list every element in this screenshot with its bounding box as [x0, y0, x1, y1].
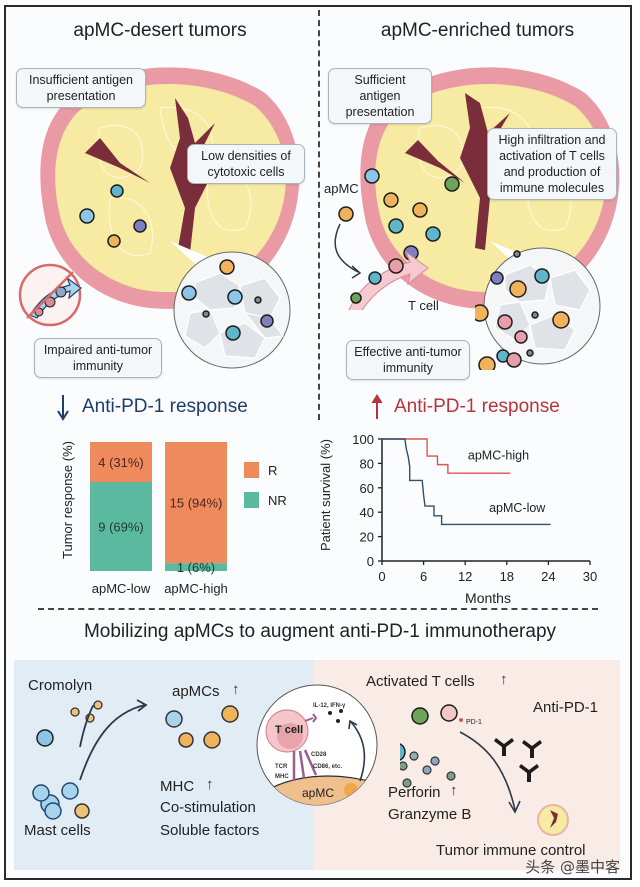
survival-km-chart: Patient survival (%) Months 020406080100…: [318, 432, 597, 606]
tumor-desert-illustration: [40, 67, 300, 309]
bar-segment-r-apMC-high: [165, 442, 227, 564]
label-perforin: Perforin: [388, 784, 441, 801]
watermark: 头条 @墨中客: [525, 858, 620, 876]
label-co-stimulation: Co-stimulation: [160, 799, 256, 816]
km-line-apMC-high: [382, 438, 511, 474]
km-y-tick-label: 40: [360, 505, 374, 520]
bar-label-r-apMC-high: 15 (94%): [170, 496, 223, 511]
apmcs-icon: [165, 705, 239, 749]
perforin-up-arrow-icon: ↑: [450, 782, 458, 799]
legend-label-nr: NR: [268, 493, 287, 508]
label-cd28: CD28: [311, 752, 327, 758]
tcell-activation-illustration: PD-1: [400, 704, 569, 836]
km-y-axis-label: Patient survival (%): [318, 439, 333, 551]
mobilization-arrow-icon: [79, 705, 95, 748]
km-x-tick-label: 6: [420, 569, 427, 584]
apmcs-up-arrow-icon: ↑: [232, 681, 240, 698]
bar-y-axis-label: Tumor response (%): [60, 441, 75, 559]
km-y-tick-label: 80: [360, 456, 374, 471]
label-pd1: PD-1: [466, 719, 482, 726]
label-cytokines: IL-12, IFN-γ: [313, 703, 346, 709]
up-arrow-icon: [371, 394, 383, 419]
legend-swatch-nr: [244, 492, 259, 508]
zoomed-tissue-desert: [173, 251, 291, 369]
label-tcr: TCR: [275, 764, 288, 770]
callout-low-density: Low densities of cytotoxic cells: [187, 144, 305, 184]
label-cd86: CD86, etc.: [313, 764, 343, 770]
response-increased-label: Anti-PD-1 response: [394, 396, 560, 417]
mhc-up-arrow-icon: ↑: [206, 776, 214, 793]
mast-cells-illustration: [36, 705, 95, 748]
label-soluble-factors: Soluble factors: [160, 822, 260, 839]
antibody-icons: [494, 738, 542, 782]
km-annotation-apMC-low: apMC-low: [489, 501, 546, 515]
tumor-response-bar-chart: Tumor response (%) 4 (31%) 9 (69%) apMC-lo…: [60, 441, 287, 596]
km-x-axis-label: Months: [465, 590, 511, 606]
apmc-migration-illustration: [334, 206, 429, 310]
label-apmcs: apMCs: [172, 683, 220, 700]
bar-segment-nr-apMC-high: [165, 563, 227, 571]
km-x-tick-label: 12: [458, 569, 472, 584]
legend-swatch-r: [244, 462, 259, 478]
immune-synapse-illustration: [256, 684, 378, 806]
label-tumor-immune-control: Tumor immune control: [436, 842, 586, 859]
activated-tcell-green: [411, 707, 429, 725]
bar-category-label: apMC-high: [164, 581, 228, 596]
km-y-tick-label: 60: [360, 481, 374, 496]
immune-cells-desert: [79, 184, 147, 248]
bar-label-r-apMC-low: 4 (31%): [98, 455, 144, 470]
km-x-tick-label: 0: [378, 569, 385, 584]
response-decreased-label: Anti-PD-1 response: [82, 396, 248, 417]
km-x-tick-label: 24: [541, 569, 555, 584]
activated-tcell-blue: [400, 743, 406, 761]
bar-label-nr-apMC-low: 9 (69%): [98, 519, 144, 534]
title-enriched: apMC-enriched tumors: [380, 20, 575, 41]
bar-label-nr-apMC-high: 1 (6%): [177, 560, 215, 575]
callout-effective-immunity: Effective anti-tumor immunity: [346, 340, 470, 380]
bar-category-label: apMC-low: [92, 581, 151, 596]
callout-impaired-immunity: Impaired anti-tumor immunity: [34, 338, 162, 378]
title-desert: apMC-desert tumors: [73, 20, 247, 41]
label-apmc: apMC: [324, 181, 359, 196]
tumor-small-icon: [537, 804, 569, 836]
synapse-label-tcell: T cell: [275, 724, 304, 736]
label-mhc: MHC: [160, 778, 195, 795]
vertical-divider: [318, 10, 320, 420]
bottom-section-title: Mobilizing apMCs to augment anti-PD-1 im…: [83, 621, 557, 642]
km-line-apMC-low: [382, 438, 551, 526]
km-y-tick-label: 20: [360, 530, 374, 545]
immune-cells-enriched: [364, 168, 460, 261]
km-annotation-apMC-high: apMC-high: [468, 449, 529, 463]
synapse-label-apmc: apMC: [302, 786, 335, 800]
label-granzyme-b: Granzyme B: [388, 806, 472, 823]
callout-insufficient-antigen: Insufficient antigen presentation: [16, 68, 146, 108]
label-cromolyn: Cromolyn: [28, 677, 93, 694]
label-mhc-small: MHC: [275, 774, 289, 780]
zoomed-tissue-enriched: [475, 247, 601, 370]
km-y-tick-label: 0: [367, 554, 374, 569]
km-x-tick-label: 18: [500, 569, 514, 584]
blocked-migration-icon: [18, 263, 82, 327]
label-mast-cells: Mast cells: [24, 822, 91, 839]
km-x-tick-label: 30: [583, 569, 597, 584]
horizontal-divider: [38, 608, 598, 610]
label-tcell: T cell: [408, 298, 439, 313]
activated-up-arrow-icon: ↑: [500, 671, 508, 688]
callout-high-infiltration: High infiltration and activation of T ce…: [487, 128, 617, 200]
legend-label-r: R: [268, 463, 277, 478]
bar-segment-r-apMC-low: [90, 442, 152, 482]
callout-sufficient-antigen: Sufficient antigen presentation: [328, 68, 432, 124]
down-arrow-icon: [57, 395, 69, 421]
activated-tcell-pink: [440, 704, 458, 722]
km-y-tick-label: 100: [352, 432, 374, 447]
mast-cells-icon: [32, 782, 90, 820]
label-anti-pd1: Anti-PD-1: [533, 699, 599, 716]
label-activated-tcells: Activated T cells: [366, 673, 475, 690]
bar-segment-nr-apMC-low: [90, 481, 152, 571]
